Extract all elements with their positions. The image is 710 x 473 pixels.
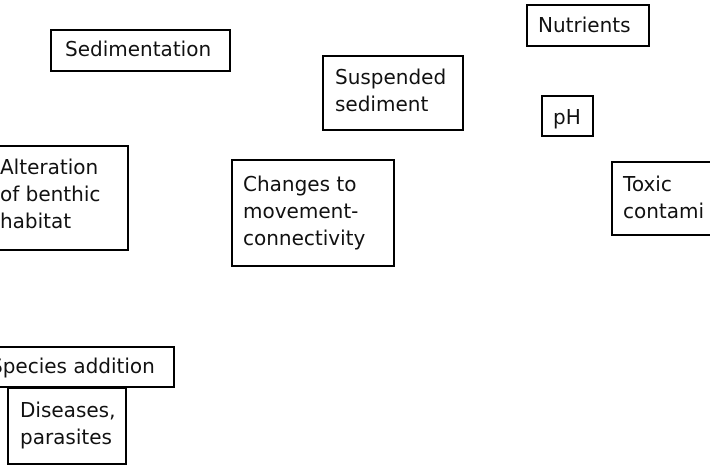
diseases-label-line1: Diseases,	[20, 398, 116, 422]
nutrients-label: Nutrients	[538, 13, 631, 37]
alteration-label-line1: Alteration	[0, 155, 99, 179]
nutrients-box: Nutrients	[526, 4, 650, 47]
species-addition-box: Species addition	[0, 346, 175, 388]
toxic-label-line1: Toxic	[623, 172, 672, 196]
ph-label: pH	[553, 105, 581, 129]
suspended-sediment-box: Suspended sediment	[322, 55, 464, 131]
movement-connectivity-box: Changes to movement- connectivity	[231, 159, 395, 267]
sedimentation-box: Sedimentation	[50, 29, 231, 72]
changes-label-line2: movement-	[243, 199, 359, 223]
toxic-label-line2: contami	[623, 199, 705, 223]
species-addition-label: Species addition	[0, 354, 155, 378]
alteration-label-line3: habitat	[0, 209, 72, 233]
suspended-sediment-label-line2: sediment	[335, 92, 429, 116]
diseases-parasites-box: Diseases, parasites	[7, 387, 127, 465]
changes-label-line3: connectivity	[243, 226, 366, 250]
alteration-benthic-habitat-box: Alteration of benthic habitat	[0, 145, 129, 251]
changes-label-line1: Changes to	[243, 172, 357, 196]
ph-box: pH	[541, 95, 594, 137]
alteration-label-line2: of benthic	[0, 182, 101, 206]
diseases-label-line2: parasites	[20, 425, 112, 449]
sedimentation-label: Sedimentation	[65, 37, 212, 61]
suspended-sediment-label-line1: Suspended	[335, 65, 447, 89]
toxic-contaminants-box: Toxic contami	[611, 161, 710, 236]
